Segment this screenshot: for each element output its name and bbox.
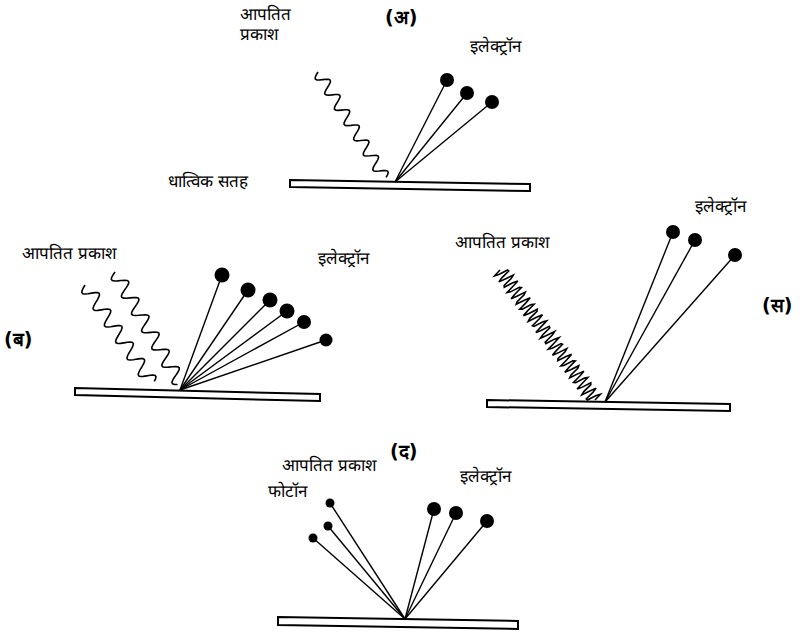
electron-dot: [427, 502, 441, 516]
particle-track: [180, 290, 248, 390]
metal-surfaces: [75, 180, 730, 629]
panel-letter: (अ): [385, 6, 417, 29]
electron-label: इलेक्ट्रॉन: [695, 196, 746, 216]
metal-surface: [487, 400, 730, 411]
light-wave: [111, 272, 179, 384]
particle-track: [330, 503, 405, 619]
electron-dot: [297, 315, 311, 329]
particle-track: [180, 311, 287, 390]
electron-dot: [728, 248, 742, 262]
light-label: आपतित प्रकाश: [455, 232, 550, 252]
electron-dot: [320, 334, 333, 347]
electron-dot: [263, 293, 278, 308]
particle-track: [180, 322, 304, 390]
metal-surface: [278, 617, 518, 629]
particle-track: [405, 513, 456, 619]
electron-dot: [440, 73, 454, 87]
light-wave: [315, 72, 388, 177]
surface-label: धात्विक सतह: [168, 171, 248, 191]
particle-track: [395, 102, 492, 182]
light-waves: [82, 72, 601, 400]
electron-dot: [688, 233, 702, 247]
particle-track: [180, 300, 270, 390]
photon-dot: [309, 534, 318, 543]
particle-track: [313, 538, 405, 619]
panel-letter: (ब): [4, 328, 32, 351]
light-label: आपतित प्रकाश: [22, 243, 117, 263]
particle-track: [405, 521, 487, 619]
panel-letter: (स): [762, 294, 792, 317]
electron-label: इलेक्ट्रॉन: [470, 36, 521, 56]
particle-track: [395, 80, 447, 182]
electron-dot: [241, 283, 256, 298]
electron-dot: [280, 304, 295, 319]
particle-track: [395, 93, 467, 182]
photon-dot: [324, 522, 333, 531]
particle-track: [605, 240, 695, 402]
electron-dot: [460, 86, 474, 100]
electron-dot: [480, 514, 494, 528]
particle-tracks: [180, 73, 742, 619]
particle-track: [328, 526, 405, 619]
metal-surface: [75, 388, 320, 401]
electron-label: इलेक्ट्रॉन: [460, 466, 511, 486]
light-label: आपतित प्रकाश: [282, 455, 377, 475]
panel-letter: (द): [390, 440, 417, 463]
particle-track: [180, 340, 326, 390]
particle-track: [605, 232, 673, 402]
particle-track: [605, 255, 735, 402]
light-wave: [495, 270, 601, 400]
metal-surface: [290, 180, 530, 191]
electron-dot: [215, 268, 230, 283]
light-label: आपतित प्रकाश: [240, 4, 310, 45]
photon-dot: [326, 499, 335, 508]
particle-track: [180, 275, 222, 390]
electron-label: इलेक्ट्रॉन: [318, 248, 369, 268]
electron-dot: [485, 95, 499, 109]
photon-label: फोटॉन: [268, 481, 307, 501]
electron-dot: [449, 506, 463, 520]
electron-dot: [666, 225, 680, 239]
